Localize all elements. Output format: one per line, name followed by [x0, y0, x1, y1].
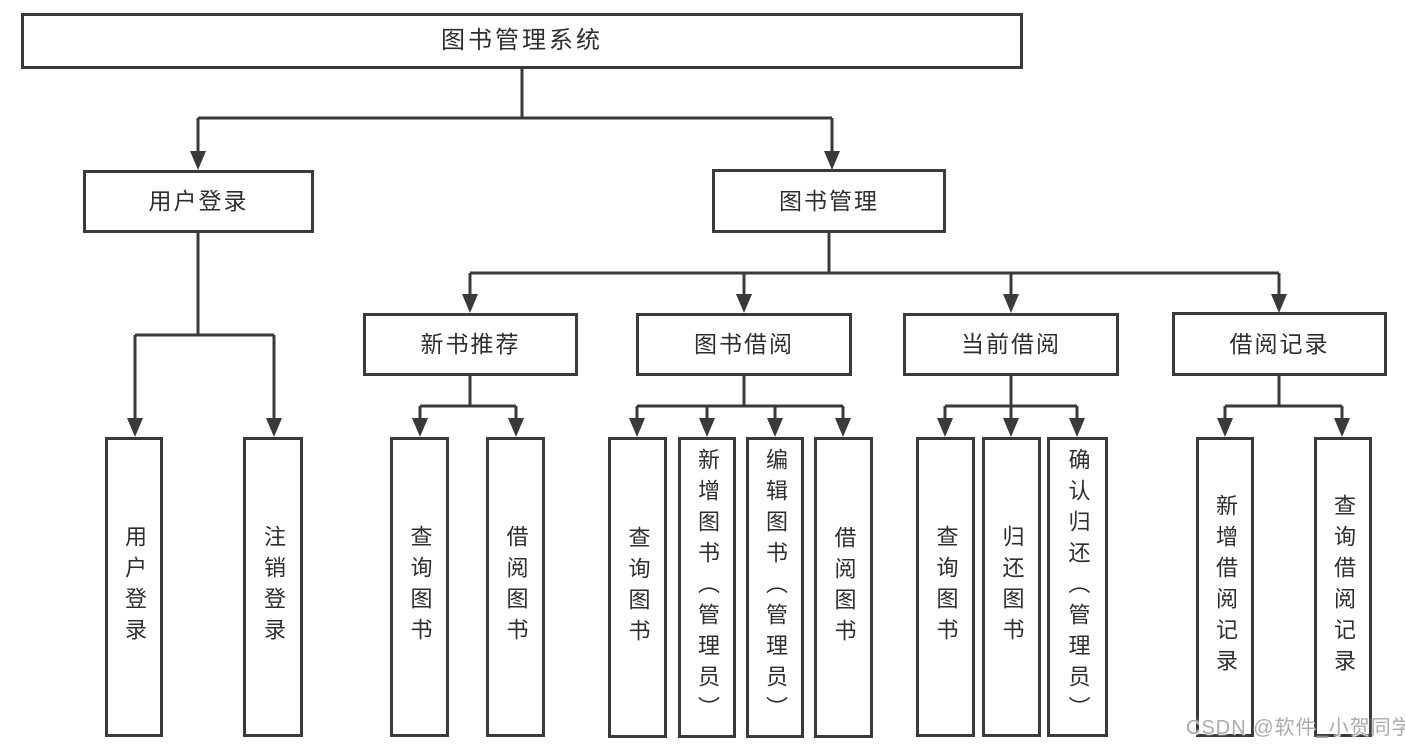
arrowhead-icon: [190, 151, 206, 170]
node-user-login-label: 用户登录: [148, 188, 249, 214]
leaf-user-login: 用户登录: [105, 437, 163, 737]
arrowhead-icon: [508, 418, 524, 437]
node-new-book-recommend-label: 新书推荐: [420, 331, 521, 357]
leaf-bb-edit-books-admin: 编辑图书（管理员）: [746, 437, 804, 738]
node-user-login: 用户登录: [83, 170, 314, 233]
node-book-borrowing: 图书借阅: [636, 313, 852, 376]
node-book-management-label: 图书管理: [779, 187, 879, 214]
leaf-rec-borrow-books-label: 借阅图书: [503, 525, 529, 649]
node-borrowing-records: 借阅记录: [1172, 312, 1387, 376]
arrowhead-icon: [767, 418, 783, 437]
leaf-br-query-record: 查询借阅记录: [1314, 437, 1372, 737]
arrowhead-icon: [1069, 418, 1085, 437]
arrowhead-icon: [699, 418, 715, 437]
leaf-bb-edit-books-admin-label: 编辑图书（管理员）: [763, 448, 788, 727]
arrowhead-icon: [462, 294, 478, 313]
node-book-borrowing-label: 图书借阅: [694, 331, 794, 357]
leaf-br-query-record-label: 查询借阅记录: [1331, 494, 1356, 680]
node-current-borrowing-label: 当前借阅: [961, 331, 1061, 357]
arrowhead-icon: [1334, 418, 1350, 437]
leaf-bb-add-books-admin-label: 新增图书（管理员）: [695, 448, 720, 727]
arrowhead-icon: [127, 418, 143, 437]
leaf-br-add-record-label: 新增借阅记录: [1213, 494, 1238, 680]
node-root-label: 图书管理系统: [441, 27, 603, 54]
arrowhead-icon: [1217, 418, 1233, 437]
node-book-management: 图书管理: [712, 169, 946, 233]
connector-book-mgmt-to-level3: [462, 233, 1287, 313]
arrowhead-icon: [835, 418, 851, 437]
leaf-user-login-label: 用户登录: [122, 525, 147, 649]
leaf-cb-query-books: 查询图书: [916, 437, 975, 737]
node-current-borrowing: 当前借阅: [903, 313, 1119, 376]
arrowhead-icon: [1003, 418, 1019, 437]
leaf-bb-add-books-admin: 新增图书（管理员）: [678, 437, 736, 738]
connector-book-borrow-to-leaves: [629, 376, 851, 437]
csdn-watermark: CSDN @软件_小贺同学: [1186, 717, 1405, 739]
arrowhead-icon: [736, 294, 752, 313]
connector-current-borrow-to-leaves: [937, 376, 1085, 437]
leaf-cb-query-books-label: 查询图书: [933, 525, 959, 649]
arrowhead-icon: [1003, 294, 1019, 313]
node-root: 图书管理系统: [21, 13, 1023, 69]
leaf-cb-confirm-return-admin-label: 确认归还（管理员）: [1065, 447, 1091, 727]
leaf-cb-confirm-return-admin: 确认归还（管理员）: [1047, 437, 1108, 737]
leaf-rec-borrow-books: 借阅图书: [486, 437, 545, 737]
connector-borrow-records-to-leaves: [1217, 376, 1350, 437]
node-new-book-recommend: 新书推荐: [363, 313, 578, 376]
connector-user-login-to-leaves: [127, 233, 282, 437]
leaf-logout-label: 注销登录: [261, 525, 286, 649]
leaf-bb-query-books: 查询图书: [608, 437, 667, 738]
leaf-bb-borrow-books-label: 借阅图书: [831, 525, 857, 650]
arrowhead-icon: [266, 418, 282, 437]
leaf-cb-return-books: 归还图书: [982, 437, 1041, 737]
leaf-logout: 注销登录: [243, 437, 303, 737]
connector-root-to-level2: [190, 68, 840, 170]
leaf-rec-query-books: 查询图书: [390, 437, 449, 737]
arrowhead-icon: [1271, 294, 1287, 313]
arrowhead-icon: [629, 418, 645, 437]
arrowhead-icon: [937, 418, 953, 437]
leaf-cb-return-books-label: 归还图书: [999, 525, 1025, 649]
leaf-rec-query-books-label: 查询图书: [407, 525, 433, 649]
leaf-bb-borrow-books: 借阅图书: [814, 437, 873, 738]
node-borrowing-records-label: 借阅记录: [1229, 330, 1330, 357]
arrowhead-icon: [412, 418, 428, 437]
leaf-bb-query-books-label: 查询图书: [625, 525, 651, 650]
arrowhead-icon: [824, 151, 840, 170]
connector-new-book-rec-to-leaves: [412, 376, 524, 437]
leaf-br-add-record: 新增借阅记录: [1196, 437, 1254, 737]
